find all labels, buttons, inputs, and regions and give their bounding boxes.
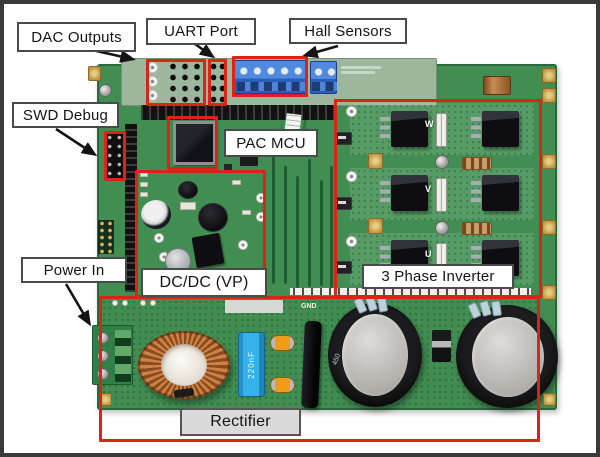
terminal-screws xyxy=(237,63,305,79)
arrow-power xyxy=(64,283,91,327)
dac-pin-header xyxy=(167,61,204,106)
test-point xyxy=(346,171,357,182)
film-capacitor: 220nF xyxy=(238,332,265,397)
label-hall-sensors: Hall Sensors xyxy=(289,18,407,44)
terminal-block-2pin xyxy=(310,61,337,94)
phase-label-v: V xyxy=(425,184,432,194)
gold-pad xyxy=(368,153,383,169)
smd-resistor xyxy=(242,210,251,215)
label-dcdc-vp: DC/DC (VP) xyxy=(141,268,267,297)
axial-capacitor xyxy=(270,335,295,351)
via-dot xyxy=(112,300,118,306)
mosfet xyxy=(380,175,428,211)
label-3-phase-inverter: 3 Phase Inverter xyxy=(362,264,514,289)
toroid-core xyxy=(161,344,207,386)
pcb-trace xyxy=(308,159,311,287)
shunt-resistor xyxy=(436,178,447,212)
annotation-box-hall-sensors xyxy=(232,56,308,97)
label-power-in: Power In xyxy=(21,257,127,283)
female-header-vertical xyxy=(125,124,137,292)
bulk-electrolytic-cap xyxy=(328,303,422,407)
inductor-small xyxy=(178,181,198,199)
gold-pin-header xyxy=(98,220,114,254)
terminal-slots xyxy=(237,82,305,91)
gold-pad xyxy=(542,220,556,235)
arrow-uart xyxy=(194,42,216,59)
phase-label-w: W xyxy=(425,119,434,129)
label-dac-outputs: DAC Outputs xyxy=(17,22,136,52)
axial-capacitor xyxy=(270,377,295,393)
power-in-terminal xyxy=(92,325,133,385)
label-pac-mcu: PAC MCU xyxy=(224,129,318,157)
power-resistor xyxy=(462,157,492,170)
smd-diode xyxy=(335,197,352,210)
smd-resistor xyxy=(232,180,241,185)
gold-pad xyxy=(368,218,383,234)
hall-silkscreen-text xyxy=(341,71,375,74)
smd-diode xyxy=(335,261,352,274)
annotation-box-dac-outputs xyxy=(146,59,206,106)
gold-pad xyxy=(542,68,556,83)
annotation-box-rectifier xyxy=(99,296,540,442)
mounting-screw xyxy=(99,84,112,97)
pcb-trace xyxy=(284,166,287,284)
gnd-silkscreen: GND xyxy=(301,303,317,310)
annotation-box-swd-debug xyxy=(104,131,126,181)
annotation-box-uart-port xyxy=(208,59,227,106)
terminal-slots xyxy=(312,82,337,91)
silkscreen-part-number xyxy=(284,285,537,298)
sense-resistor xyxy=(483,76,511,95)
swd-header xyxy=(105,133,124,179)
soic-chip xyxy=(240,156,258,166)
pcb-trace xyxy=(272,154,275,284)
mosfet xyxy=(380,111,428,147)
cap-top xyxy=(472,317,544,397)
via-dot xyxy=(122,300,128,306)
standoff-screw xyxy=(435,155,449,169)
gold-pad xyxy=(543,393,556,406)
silver-sticker xyxy=(225,300,283,313)
label-swd-debug: SWD Debug xyxy=(12,102,119,128)
uart-pin-header xyxy=(209,61,226,106)
shunt-resistor xyxy=(436,113,447,147)
toroid-inductor xyxy=(138,331,230,399)
pcb-trace xyxy=(320,180,323,286)
terminal-screws xyxy=(312,64,337,80)
test-point xyxy=(238,240,248,250)
snubber-part xyxy=(432,330,451,362)
gold-pad xyxy=(542,285,556,300)
power-resistor xyxy=(462,222,492,235)
smd-part xyxy=(224,164,232,170)
terminal-wire-slots xyxy=(115,330,131,382)
via-dot xyxy=(150,300,156,306)
test-point xyxy=(346,236,357,247)
via-dot xyxy=(140,300,146,306)
label-rectifier: Rectifier xyxy=(180,408,301,436)
label-uart-port: UART Port xyxy=(146,18,256,45)
smd-resistor xyxy=(140,182,148,187)
arrow-hall xyxy=(302,44,339,59)
annotation-box-pac-mcu xyxy=(167,116,218,170)
standoff-screw xyxy=(435,221,449,235)
pcb-trace xyxy=(330,166,333,288)
gold-pad xyxy=(542,88,556,103)
mosfet xyxy=(471,175,519,211)
test-point xyxy=(154,233,164,243)
pac-mcu-chip xyxy=(173,121,216,165)
test-point xyxy=(346,106,357,117)
gold-pad xyxy=(542,154,556,169)
smd-diode xyxy=(335,132,352,145)
arrow-swd xyxy=(55,127,98,157)
bulk-electrolytic-cap xyxy=(456,305,558,408)
power-inductor xyxy=(198,203,228,232)
smd-resistor xyxy=(140,192,148,197)
cap-top xyxy=(342,314,408,396)
electrolytic-cap xyxy=(141,200,171,229)
hall-silkscreen-text xyxy=(341,66,381,69)
smd-part xyxy=(180,202,196,210)
pcb-trace xyxy=(296,176,299,288)
gold-pad xyxy=(88,66,101,81)
phase-label-u: U xyxy=(425,249,432,259)
mosfet xyxy=(471,111,519,147)
